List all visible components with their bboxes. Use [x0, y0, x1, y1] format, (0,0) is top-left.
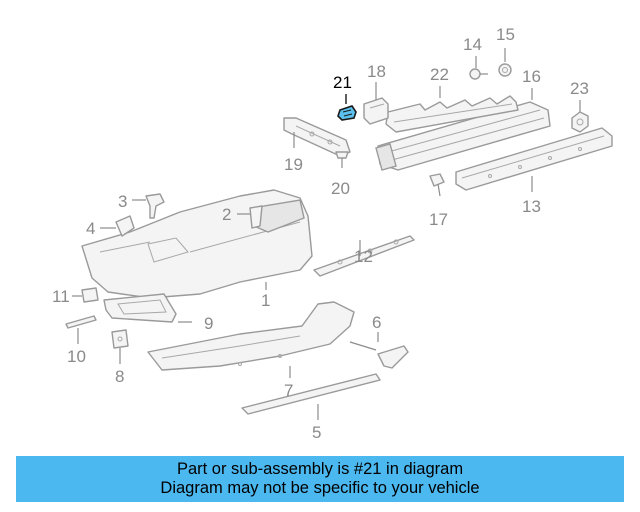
- part-10-bracket: [65, 315, 97, 344]
- part-4-bracket: [100, 215, 135, 237]
- callout-16: 16: [522, 67, 541, 86]
- callout-11: 11: [52, 287, 70, 306]
- part-1-bumper-cover: [81, 189, 313, 299]
- part-21-clip: [337, 105, 357, 121]
- callout-9: 9: [204, 314, 213, 333]
- part-12-molding: [313, 235, 415, 277]
- part-6-bracket: [349, 341, 409, 369]
- callout-1: 1: [261, 291, 270, 310]
- leader-lines: [265, 48, 581, 420]
- callout-5: 5: [312, 423, 321, 442]
- part-2-clip: [237, 205, 263, 229]
- callout-3: 3: [118, 192, 127, 211]
- banner-line-1: Part or sub-assembly is #21 in diagram: [176, 460, 464, 478]
- callout-19: 19: [284, 155, 303, 174]
- part-5-molding: [241, 373, 381, 415]
- part-7-valance: [147, 301, 355, 371]
- part-20-screw: [335, 151, 349, 168]
- part-22-absorber: [385, 95, 519, 133]
- callout-12: 12: [354, 247, 373, 266]
- part-3-clip: [132, 193, 165, 219]
- callout-18: 18: [367, 62, 386, 81]
- part-15-grommet: [498, 63, 512, 77]
- part-14-bolt: [469, 68, 488, 80]
- callout-23: 23: [570, 79, 589, 98]
- callout-6: 6: [372, 313, 381, 332]
- part-17-bolt: [429, 173, 445, 197]
- part-9-trim: [103, 293, 192, 323]
- callout-15: 15: [496, 25, 515, 44]
- callout-2: 2: [222, 205, 231, 224]
- part-16-impact-bar: [375, 101, 551, 171]
- part-23-nut: [571, 111, 589, 133]
- part-8-clip: [111, 329, 129, 364]
- parts-diagram: 1 2 3 4 5 6 7 8 9 10 11 12 13 14 15 16 1…: [52, 25, 613, 442]
- part-18-bracket: [363, 97, 389, 125]
- callout-22: 22: [430, 65, 449, 84]
- callout-20: 20: [331, 179, 350, 198]
- banner-line-2: Diagram may not be specific to your vehi…: [160, 479, 480, 497]
- callout-13: 13: [522, 197, 541, 216]
- callout-14: 14: [463, 35, 482, 54]
- part-11-clip: [72, 287, 99, 303]
- info-banner: Part or sub-assembly is #21 in diagram D…: [16, 456, 624, 502]
- callout-4: 4: [86, 219, 95, 238]
- callout-17: 17: [429, 210, 448, 229]
- callout-7: 7: [284, 381, 293, 400]
- callout-8: 8: [115, 367, 124, 386]
- part-13-reinforcement: [455, 127, 613, 191]
- part-19-bracket: [283, 117, 351, 157]
- callout-10: 10: [67, 347, 86, 366]
- callout-21-highlighted: 21: [333, 73, 352, 92]
- callout-labels: 1 2 3 4 5 6 7 8 9 10 11 12 13 14 15 16 1…: [52, 25, 589, 442]
